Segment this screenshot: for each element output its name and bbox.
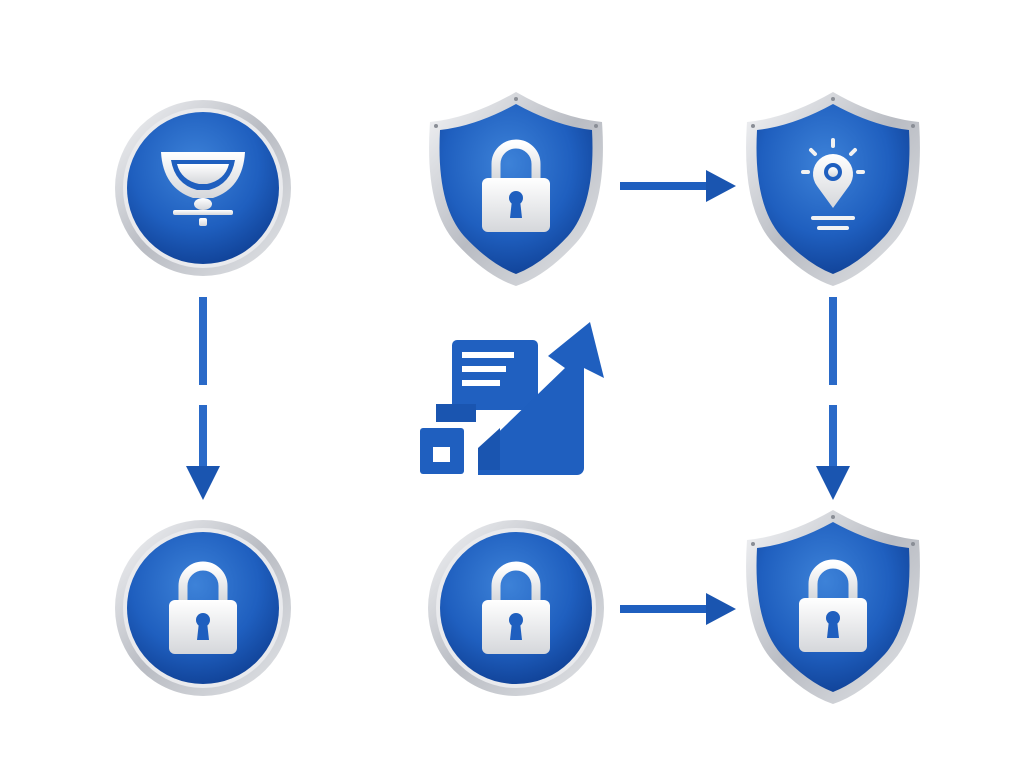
node-shield-lightbulb [746, 92, 920, 286]
node-shield-lock-bottom [746, 510, 920, 704]
arrow-n2-n3 [620, 170, 736, 202]
node-circle-bowl [115, 100, 291, 276]
document-growth-arrow-icon [420, 322, 604, 475]
arrow-n5-n6 [620, 593, 736, 625]
bowl-on-stand-icon [161, 152, 245, 226]
node-circle-lock-middle [428, 520, 604, 696]
node-circle-lock-left [115, 520, 291, 696]
node-shield-lock-top [429, 92, 603, 286]
lightbulb-pin-icon [801, 138, 865, 230]
connectors [186, 170, 850, 625]
dashed-arrow-n1-n4 [186, 297, 220, 500]
dashed-arrow-n3-n6 [816, 297, 850, 500]
